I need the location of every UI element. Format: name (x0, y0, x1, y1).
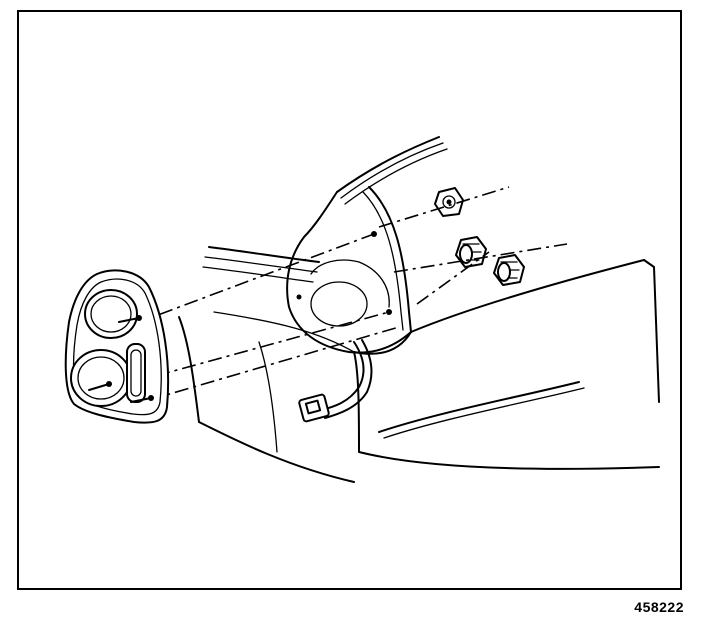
diagram-frame (17, 10, 682, 590)
wiring-connector-icon (298, 339, 373, 423)
hex-nut-icon (434, 187, 525, 286)
figure-number: 458222 (634, 599, 684, 615)
alignment-lines (103, 186, 568, 401)
tail-lamp-icon (64, 269, 170, 424)
tail-lamp-removal-diagram (64, 136, 660, 483)
vehicle-body-icon (178, 136, 660, 483)
